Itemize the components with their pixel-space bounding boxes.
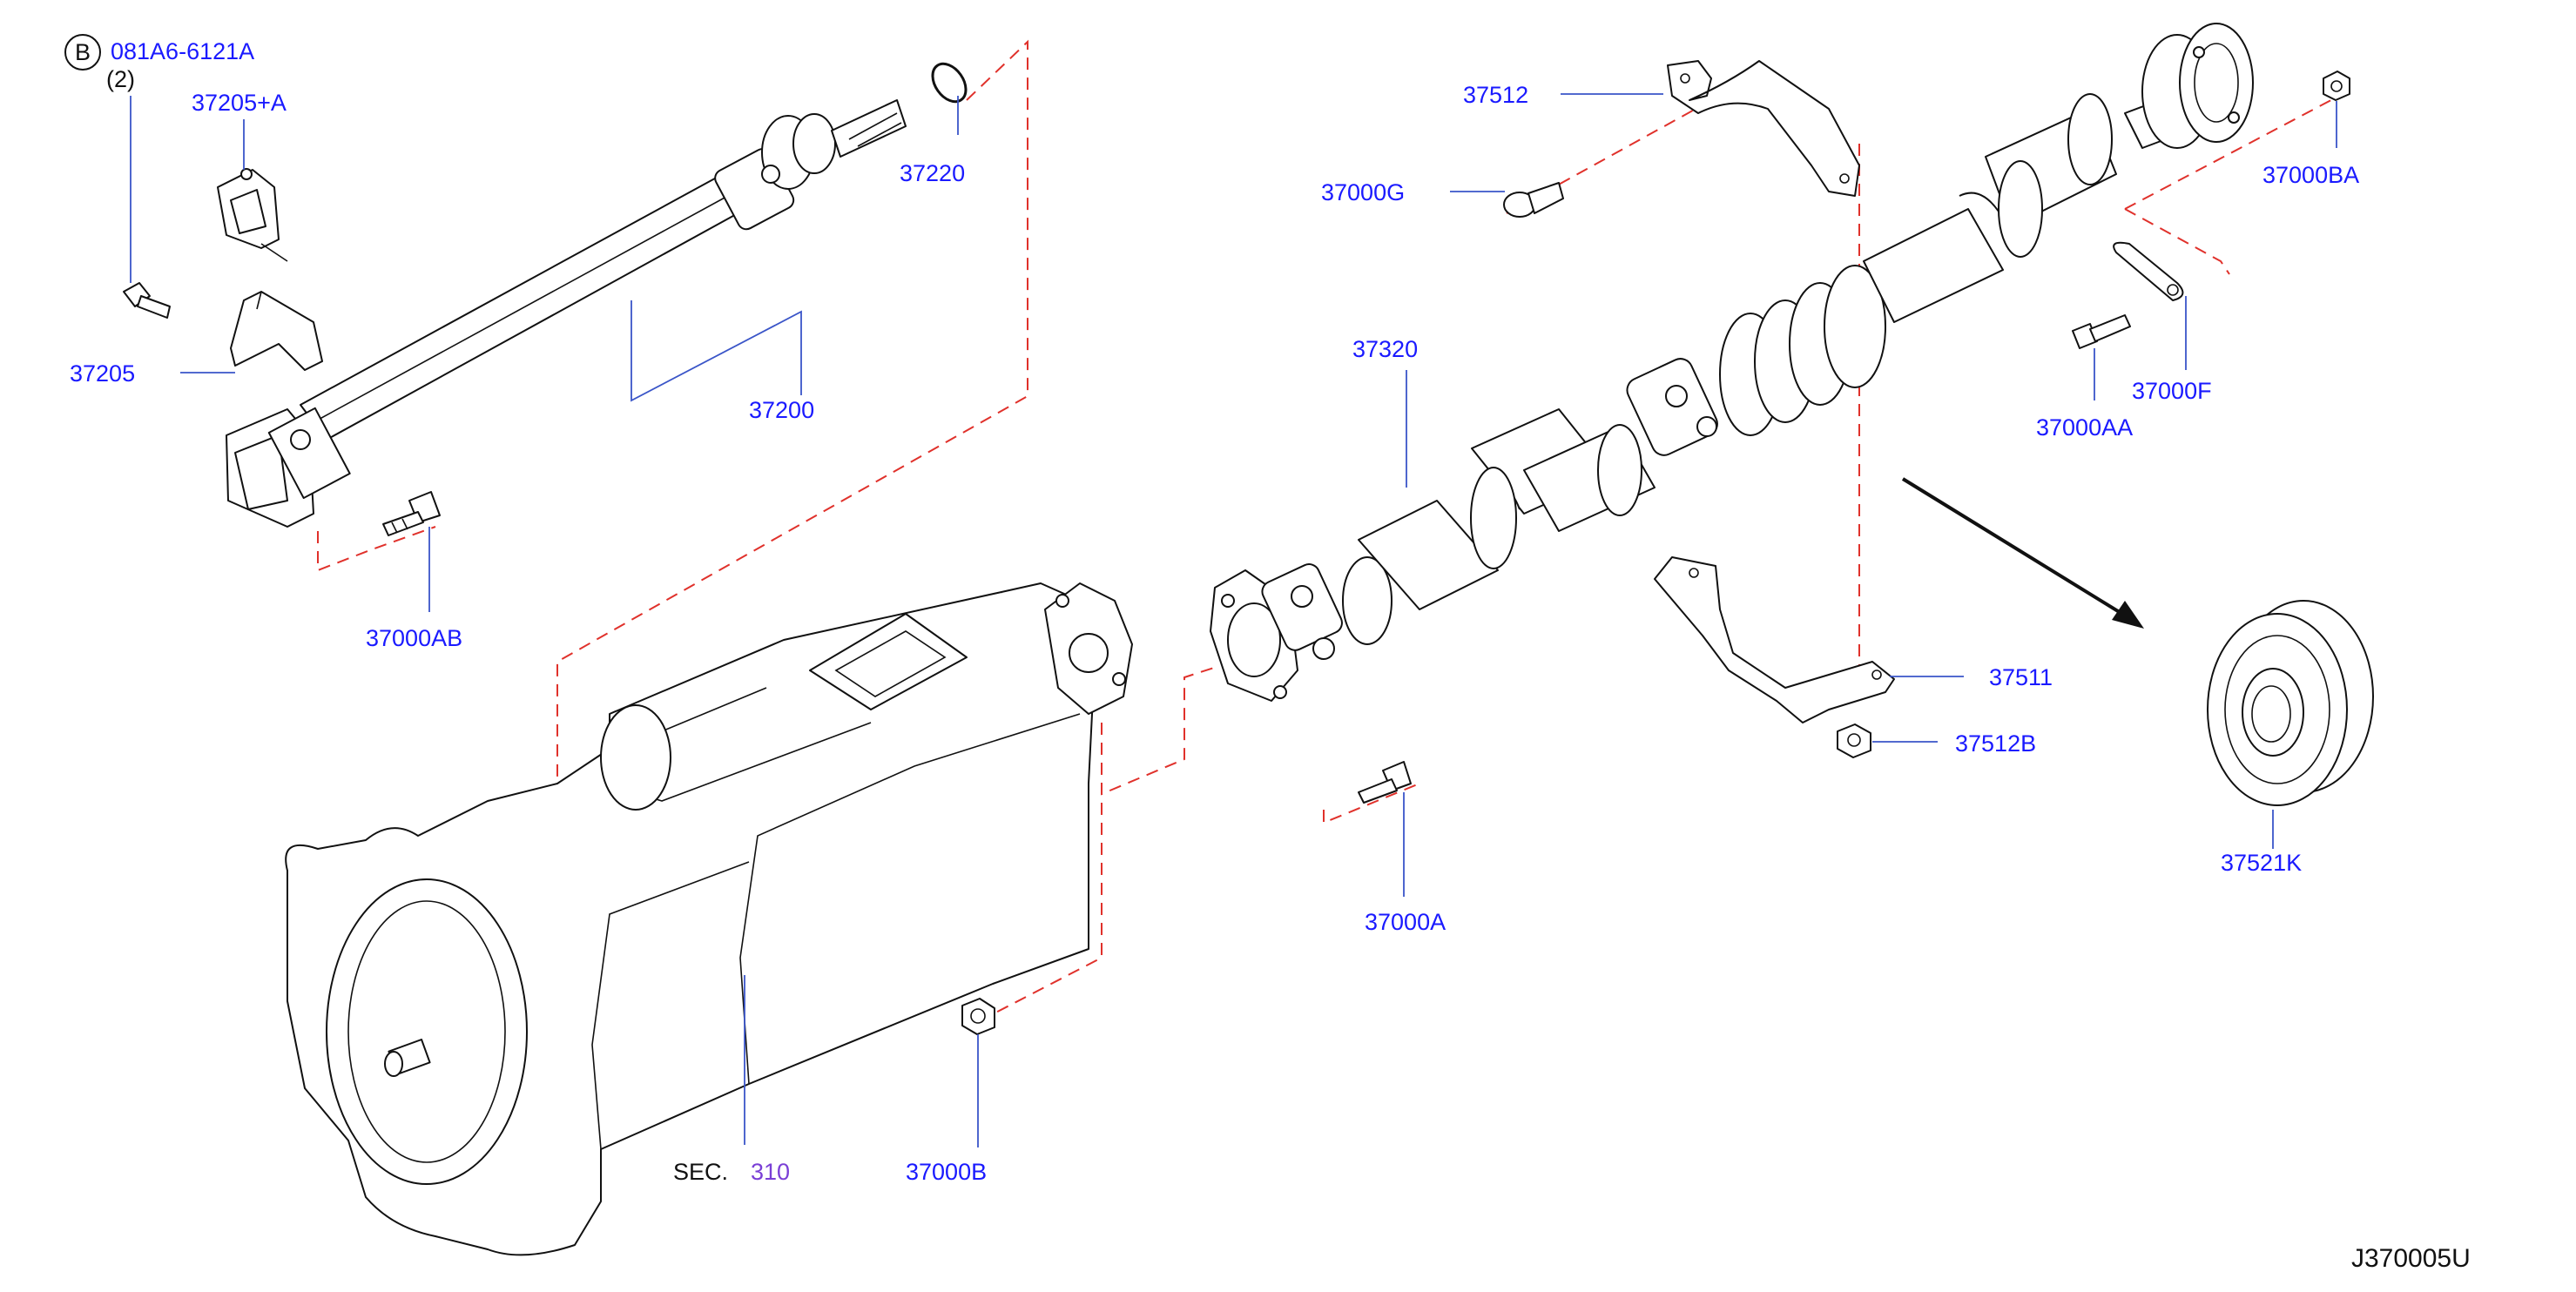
bolt-37000aa-icon xyxy=(2072,314,2131,349)
clip-37000g-icon xyxy=(1503,182,1564,218)
label-37000b: 37000B xyxy=(906,1159,987,1185)
label-37511: 37511 xyxy=(1989,664,2053,690)
bracket-37205 xyxy=(230,291,323,371)
nut-37512b-icon xyxy=(1837,723,1871,758)
label-37512: 37512 xyxy=(1463,82,1528,108)
bracket-37205a xyxy=(217,168,288,262)
bolt-37000ab-icon xyxy=(382,491,441,536)
leader-lines xyxy=(130,93,2337,1147)
bolt-081a6-icon xyxy=(123,282,171,319)
rear-propeller-shaft xyxy=(1210,23,2254,702)
label-37521k: 37521K xyxy=(2221,850,2302,876)
bracket-37512 xyxy=(1667,60,1860,197)
label-37000ab: 37000AB xyxy=(366,625,462,651)
label-37205: 37205 xyxy=(70,360,135,387)
label-37205a: 37205+A xyxy=(192,90,287,116)
label-37000aa: 37000AA xyxy=(2036,414,2133,441)
label-37220: 37220 xyxy=(900,160,965,186)
direction-arrow-icon xyxy=(1901,477,2144,629)
damper-pulley-37521k xyxy=(2207,600,2374,806)
label-sec-number: 310 xyxy=(751,1159,790,1185)
b-symbol-letter: B xyxy=(75,39,91,65)
bolt-37000a-icon xyxy=(1358,761,1412,804)
label-sec-prefix: SEC. xyxy=(673,1159,728,1185)
nut-37000b-icon xyxy=(961,998,995,1035)
label-37000ba: 37000BA xyxy=(2262,162,2359,188)
washer-37000f-icon xyxy=(2113,241,2184,301)
nut-37000ba-icon xyxy=(2323,71,2350,101)
label-081a6-6121a: 081A6-6121A xyxy=(111,38,254,64)
label-37000f: 37000F xyxy=(2132,378,2212,404)
label-bolt-qty: (2) xyxy=(106,66,135,92)
label-37320: 37320 xyxy=(1352,336,1418,362)
label-37000g: 37000G xyxy=(1321,179,1405,205)
label-37512b: 37512B xyxy=(1955,730,2036,757)
transmission-housing xyxy=(285,582,1133,1256)
bracket-37511 xyxy=(1654,556,1895,723)
b-symbol: B xyxy=(64,34,101,71)
label-37200: 37200 xyxy=(749,397,814,423)
label-37000a: 37000A xyxy=(1365,909,1446,935)
diagram-code: J370005U xyxy=(2351,1244,2471,1273)
o-ring xyxy=(931,62,968,104)
front-propeller-shaft xyxy=(226,99,907,528)
